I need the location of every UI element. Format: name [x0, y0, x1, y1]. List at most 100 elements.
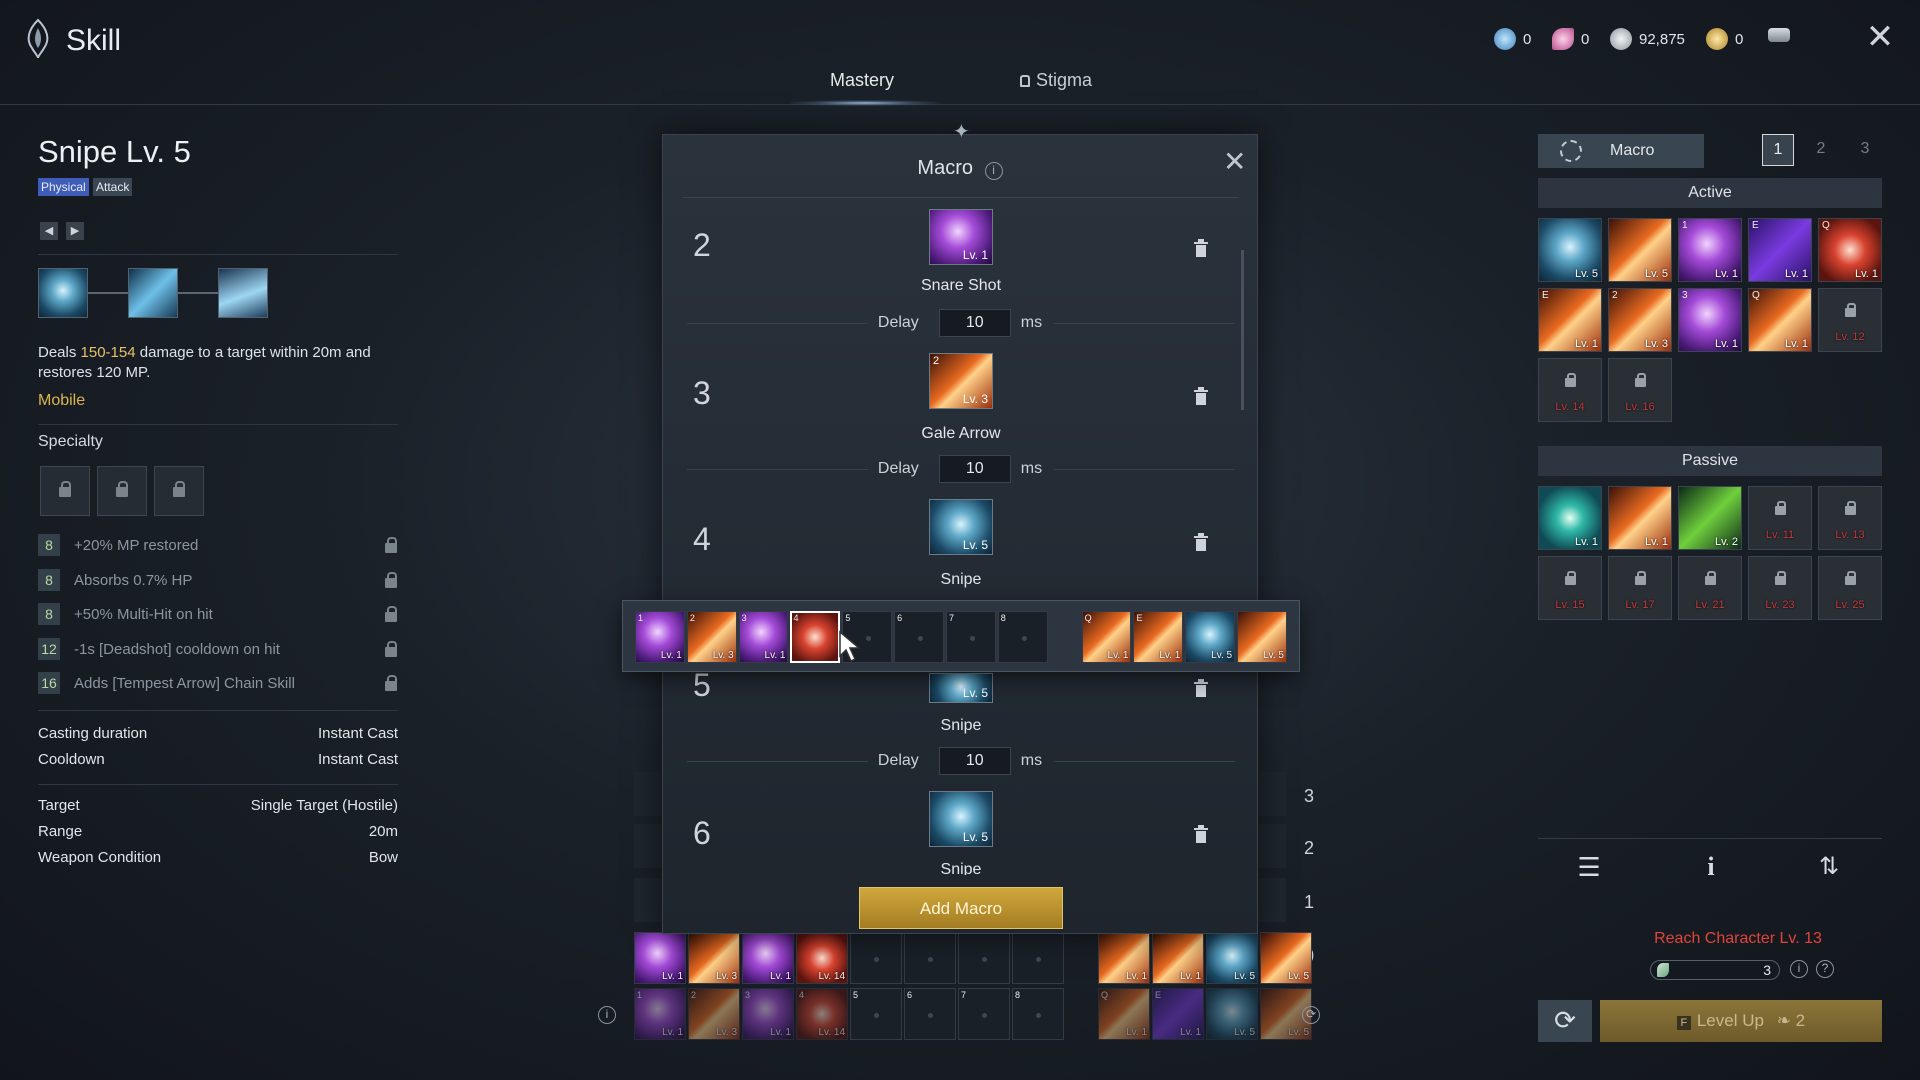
empty-slot[interactable]: 7 [958, 988, 1010, 1040]
list-icon[interactable]: ☰ [1577, 852, 1601, 882]
delay-input[interactable]: 10 [938, 455, 1011, 483]
locked-skill-slot[interactable]: Lv. 17 [1608, 556, 1672, 620]
settings-icon[interactable]: ⟳ [1302, 1006, 1320, 1024]
info-icon[interactable]: i [984, 162, 1003, 180]
locked-skill-slot[interactable]: Lv. 21 [1678, 556, 1742, 620]
trash-icon[interactable] [1193, 679, 1209, 697]
locked-specialty-slot-icon[interactable] [40, 466, 90, 516]
currency-stack[interactable] [1768, 28, 1790, 42]
skill-slot[interactable]: 4 [790, 611, 841, 663]
skill-slot[interactable]: Lv. 3 [688, 932, 740, 984]
skill-slot[interactable]: Lv. 5 [1206, 988, 1258, 1040]
prev-skill-button[interactable]: ◀ [40, 222, 58, 240]
info-icon[interactable]: i [1707, 852, 1715, 881]
next-skill-button[interactable]: ▶ [66, 222, 84, 240]
reset-button[interactable]: ⟳ [1538, 1000, 1592, 1042]
locked-skill-slot[interactable]: Lv. 11 [1748, 486, 1812, 550]
delay-input[interactable]: 10 [938, 747, 1011, 775]
chain-skill-streak-icon[interactable] [218, 268, 268, 318]
locked-skill-slot[interactable]: Lv. 25 [1818, 556, 1882, 620]
info-icon[interactable]: i [1790, 960, 1808, 978]
skill-slot[interactable]: Lv. 1 [1098, 932, 1150, 984]
skill-slot[interactable]: Lv. 5 [1608, 218, 1672, 282]
trash-icon[interactable] [1193, 239, 1209, 257]
tab-stigma[interactable]: Stigma [1020, 70, 1092, 91]
empty-slot[interactable]: 6 [894, 611, 944, 663]
scrollbar[interactable] [1241, 250, 1244, 410]
skill-slot[interactable]: Lv. 1 [1608, 486, 1672, 550]
empty-slot[interactable]: 8 [1012, 988, 1064, 1040]
skill-slot[interactable]: Lv. 5 [1260, 932, 1312, 984]
empty-slot[interactable] [1012, 932, 1064, 984]
locked-skill-slot[interactable]: Lv. 12 [1818, 288, 1882, 352]
macro-page-2[interactable]: 2 [1816, 140, 1826, 157]
empty-slot[interactable]: 6 [904, 988, 956, 1040]
skill-slot[interactable]: Lv. 1 [742, 932, 794, 984]
close-icon[interactable]: ✕ [1865, 18, 1895, 56]
close-dialog-icon[interactable]: ✕ [1223, 146, 1247, 177]
skill-slot[interactable]: Lv. 1 [1152, 932, 1204, 984]
add-macro-button[interactable]: Add Macro [859, 887, 1063, 929]
snipe-icon[interactable]: Lv. 5 [929, 791, 993, 847]
macro-tab-button[interactable]: Macro [1538, 134, 1704, 168]
macro-page-3[interactable]: 3 [1860, 140, 1870, 157]
help-icon[interactable]: ? [1816, 960, 1834, 978]
trash-icon[interactable] [1193, 533, 1209, 551]
info-icon[interactable]: i [598, 1006, 616, 1024]
skill-slot[interactable]: Lv. 1 [634, 932, 686, 984]
empty-slot[interactable] [904, 932, 956, 984]
trash-icon[interactable] [1193, 387, 1209, 405]
stack-icon[interactable] [1768, 28, 1790, 42]
locked-specialty-slot-icon[interactable] [154, 466, 204, 516]
tab-mastery[interactable]: Mastery [830, 70, 895, 90]
empty-slot[interactable] [850, 932, 902, 984]
empty-slot[interactable]: 8 [997, 611, 1048, 663]
sort-icon[interactable]: ⇅ [1818, 853, 1840, 880]
locked-skill-slot[interactable]: Lv. 16 [1608, 358, 1672, 422]
skill-slot[interactable]: Lv. 5 [1206, 932, 1258, 984]
locked-skill-slot[interactable]: Lv. 15 [1538, 556, 1602, 620]
locked-specialty-slot-icon[interactable] [97, 466, 147, 516]
skill-slot[interactable]: Lv. 5 [1185, 611, 1236, 663]
trash-icon[interactable] [1193, 825, 1209, 843]
skill-slot[interactable]: Lv. 5 [1237, 611, 1287, 663]
empty-slot[interactable]: 7 [945, 611, 996, 663]
macro-page-1[interactable]: 1 [1762, 134, 1794, 166]
locked-skill-slot[interactable]: Lv. 13 [1818, 486, 1882, 550]
skill-slot[interactable]: Lv. 2 [1678, 486, 1742, 550]
skill-slot[interactable]: Lv. 1 [1538, 486, 1602, 550]
skill-slot[interactable]: Lv. 14 [796, 932, 848, 984]
snare-shot-icon[interactable]: Lv. 1 [929, 209, 993, 265]
empty-slot[interactable]: 5 [850, 988, 902, 1040]
chain-skill-snipe-icon[interactable] [38, 268, 88, 318]
slot-level: Lv. 14 [818, 1027, 846, 1038]
skill-slot[interactable]: Lv. 5 [1538, 218, 1602, 282]
locked-skill-slot[interactable]: Lv. 14 [1538, 358, 1602, 422]
locked-skill-slot[interactable]: Lv. 23 [1748, 556, 1812, 620]
snipe-icon[interactable]: Lv. 5 [929, 673, 993, 703]
chain-skill-arrow-icon[interactable] [128, 268, 178, 318]
snipe-icon[interactable]: Lv. 5 [929, 499, 993, 555]
empty-slot[interactable] [958, 932, 1010, 984]
delay-input[interactable]: 10 [938, 309, 1011, 337]
